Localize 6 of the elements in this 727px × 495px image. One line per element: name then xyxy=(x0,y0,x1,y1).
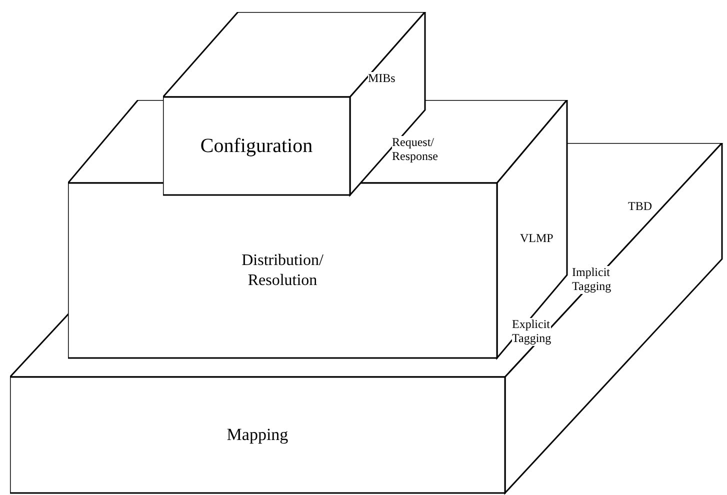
block-label: Distribution/ Resolution xyxy=(240,251,324,290)
face-label: Explicit Tagging xyxy=(512,318,552,346)
face-label: Implicit Tagging xyxy=(572,266,612,294)
block-label: Configuration xyxy=(199,134,314,158)
block-label: Mapping xyxy=(226,424,290,446)
face-label: Request/ Response xyxy=(392,136,438,164)
